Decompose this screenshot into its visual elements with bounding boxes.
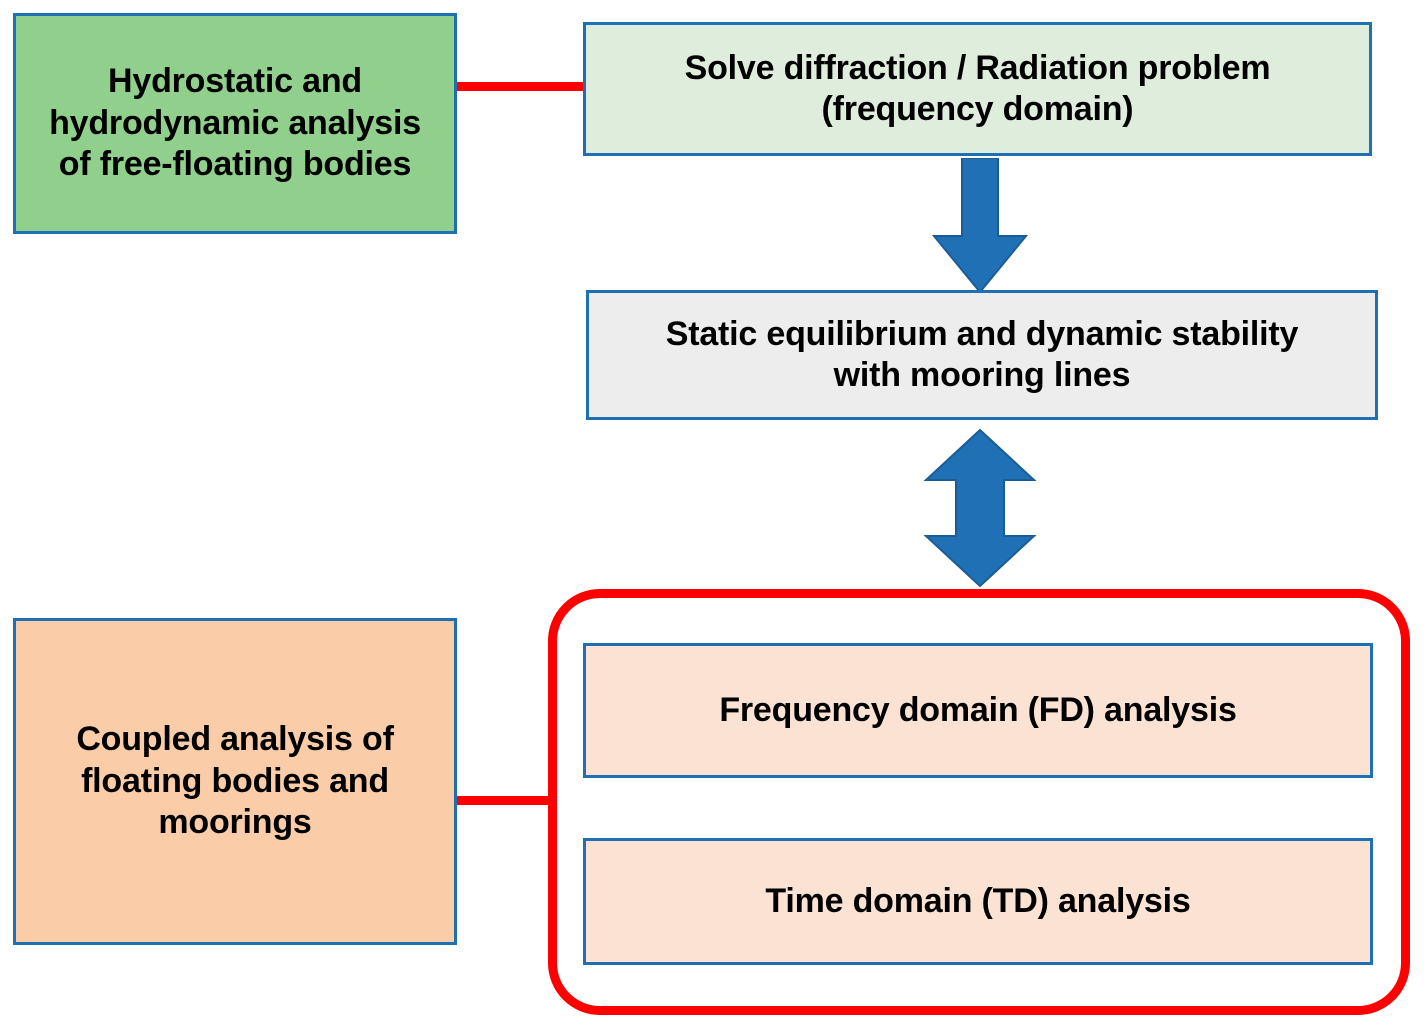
node-hydrostatic-hydrodynamic-analysis[interactable]: Hydrostatic and hydrodynamic analysis of…: [13, 13, 457, 234]
group-outline-coupled-analysis: [548, 589, 1410, 1015]
arrow-up-down-icon: [923, 428, 1037, 588]
node-solve-diffraction-radiation-problem[interactable]: Solve diffraction / Radiation problem (f…: [583, 22, 1372, 156]
node-coupled-analysis-floating-bodies-moorings[interactable]: Coupled analysis of floating bodies and …: [13, 618, 457, 945]
connector-coupled-to-group: [455, 796, 553, 805]
node-static-equilibrium-dynamic-stability[interactable]: Static equilibrium and dynamic stability…: [586, 290, 1378, 420]
node-time-domain-analysis[interactable]: Time domain (TD) analysis: [583, 838, 1373, 965]
connector-hydro-to-diffraction: [455, 82, 585, 91]
arrow-down-icon: [931, 158, 1029, 294]
node-frequency-domain-analysis[interactable]: Frequency domain (FD) analysis: [583, 643, 1373, 778]
